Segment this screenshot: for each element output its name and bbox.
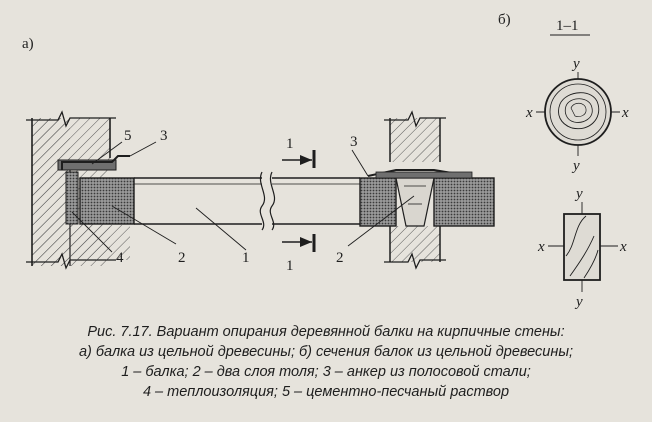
beam-left-part — [134, 177, 262, 225]
beam-break-mark — [259, 171, 276, 231]
label-3-left: 3 — [160, 128, 168, 144]
rect-axis-x-left: x — [537, 239, 545, 255]
right-brick-wall — [384, 110, 446, 270]
caption-line-4: 4 – теплоизоляция; 5 – цементно-песчаный… — [142, 384, 510, 400]
label-3-right: 3 — [350, 134, 358, 150]
round-axis-x-right: x — [621, 105, 629, 121]
rect-axis-y-bottom: y — [574, 294, 583, 310]
round-axis-y-top: y — [571, 56, 580, 72]
label-2-right: 2 — [336, 250, 344, 266]
rect-beam-section — [548, 202, 618, 292]
caption-line-1: Рис. 7.17. Вариант опирания деревянной б… — [87, 324, 565, 340]
right-beam-support — [359, 169, 495, 227]
rect-axis-x-right: x — [619, 239, 627, 255]
label-2-left: 2 — [178, 250, 186, 266]
part-a-label: а) — [22, 36, 34, 52]
label-1-cut-top: 1 — [286, 136, 294, 152]
left-beam-support — [57, 155, 135, 225]
label-4: 4 — [116, 250, 124, 266]
figure-caption: Рис. 7.17. Вариант опирания деревянной б… — [0, 322, 652, 402]
round-log-section — [536, 72, 620, 156]
caption-line-3: 1 – балка; 2 – два слоя толя; 3 – анкер … — [121, 364, 531, 380]
caption-line-2: а) балка из цельной древесины; б) сечени… — [78, 344, 574, 360]
left-wall-lower-pocket — [70, 225, 130, 260]
beam-right-part — [272, 177, 360, 225]
leader-lines — [71, 141, 415, 253]
round-axis-y-bottom: y — [571, 158, 580, 174]
part-b-label: б) — [498, 12, 511, 28]
rect-axis-y-top: y — [574, 186, 583, 202]
section-title: 1–1 — [556, 18, 579, 34]
label-5: 5 — [124, 128, 132, 144]
label-1-beam: 1 — [242, 250, 250, 266]
section-cut-top — [282, 150, 316, 168]
section-cut-bottom — [282, 234, 316, 252]
label-1-cut-bottom: 1 — [286, 258, 294, 274]
round-axis-x-left: x — [525, 105, 533, 121]
